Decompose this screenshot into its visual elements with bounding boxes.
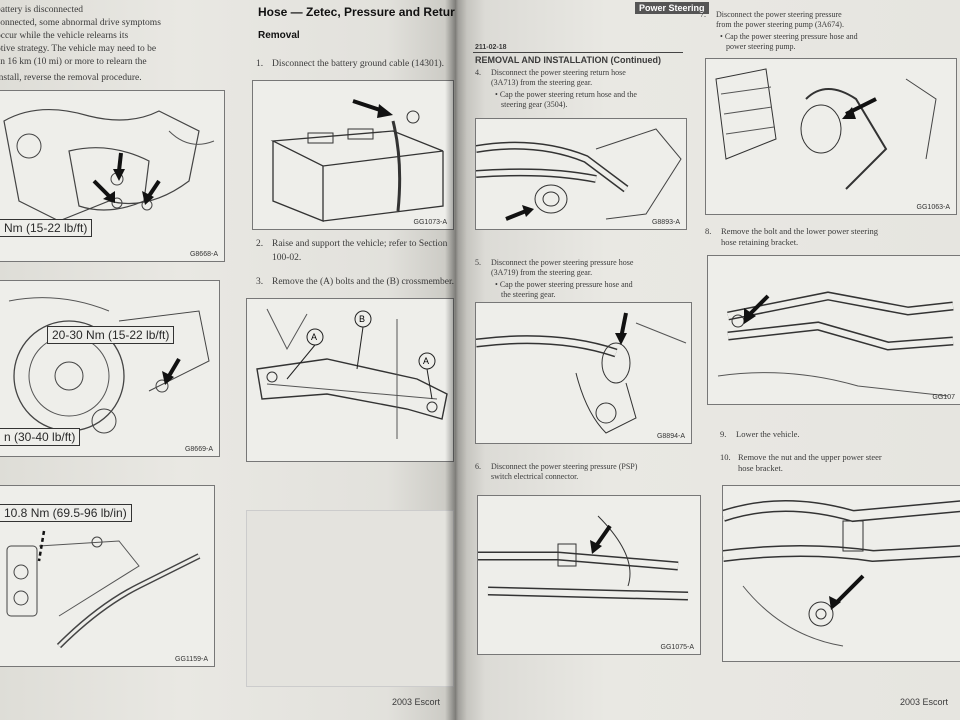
intro-line: battery is disconnected [0,5,84,15]
figure-id: GG1075-A [660,644,694,651]
figure-gg1063: GG1063-A [705,58,957,215]
figure-g8669: 20-30 Nm (15-22 lb/ft) n (30-40 lb/ft) G… [0,280,220,457]
step-1: 1.Disconnect the battery ground cable (1… [256,59,444,69]
page-header-title: Power Steering [635,2,709,14]
engine-bracket-illustration [3,109,215,222]
page-code: 211-02-18 [475,44,507,51]
figure-gg1159: 10.8 Nm (69.5-96 lb/in) GG1159-A [0,485,215,667]
step-8: 8.Remove the bolt and the lower power st… [705,226,878,247]
callout-a: A [423,356,429,366]
figure-id: GG1073-A [413,219,447,226]
torque-callout: 10.8 Nm (69.5-96 lb/in) [0,504,132,522]
figure-faded [246,510,454,687]
pressure-hose-illustration [476,312,687,434]
step-7: 7.Disconnect the power steering pressure… [700,10,844,29]
figure-id: GG1063-A [916,204,950,211]
figure-gg1073: GG1073-A [252,80,454,230]
figure-g8668: Nm (15-22 lb/ft) G8668-A [0,90,225,262]
figure-gg1075: GG1075-A [477,495,701,655]
left-manual-page: battery is disconnected connected, some … [0,0,455,720]
book-gutter [445,0,467,720]
intro-line: install, reverse the removal procedure. [0,73,142,83]
figure-bracket: GG107 [707,255,960,405]
torque-callout: Nm (15-22 lb/ft) [0,219,93,237]
section-title: REMOVAL AND INSTALLATION (Continued) [475,55,661,65]
right-manual-page: 211-02-18 Power Steering REMOVAL AND INS… [455,0,960,720]
section-title: Hose — Zetec, Pressure and Return [258,5,455,19]
header-rule [473,52,683,53]
step-4: 4.Disconnect the power steering return h… [475,68,626,87]
figure-id: G8668-A [189,251,218,258]
step-10: 10.Remove the nut and the upper power st… [720,452,882,473]
intro-line: occur while the vehicle relearns its [0,31,129,41]
intro-line: en 16 km (10 mi) or more to relearn the [0,57,147,67]
intro-line: connected, some abnormal drive symptoms [0,18,161,28]
figure-id: GG107 [932,394,955,401]
torque-callout-lower: n (30-40 lb/ft) [0,428,81,446]
figure-id: GG1159-A [175,656,208,663]
callout-a: A [311,332,317,342]
callout-b: B [359,314,365,324]
step-2: 2.Raise and support the vehicle; refer t… [256,239,448,249]
step-5: 5.Disconnect the power steering pressure… [475,258,634,277]
figure-g8893: G8893-A [475,118,687,230]
step-9: 9.Lower the vehicle. [720,429,800,439]
step-3: 3.Remove the (A) bolts and the (B) cross… [256,277,455,287]
figure-id: G8669-A [184,446,213,453]
lower-bracket-illustration [717,291,954,397]
figure-id: G8893-A [651,219,680,226]
torque-callout-upper: 20-30 Nm (15-22 lb/ft) [47,326,175,344]
crossmember-illustration: A B A [256,308,448,439]
upper-bracket-illustration [723,500,960,647]
step-5-bullet: • Cap the power steering pressure hose a… [495,280,633,299]
step-7-bullet: • Cap the power steering pressure hose a… [720,32,858,51]
step-4-bullet: • Cap the power steering return hose and… [495,90,637,109]
power-steering-pump-illustration [715,68,937,190]
hose-bracket-illustration [6,530,201,649]
return-hose-illustration [476,128,682,221]
battery-illustration [270,99,444,222]
page-footer: 2003 Escort [900,697,949,707]
psp-connector-illustration [478,515,689,601]
figure-upper-bracket [722,485,960,662]
page-footer: 2003 Escort [392,697,441,707]
figure-gg1074: A B A [246,298,454,462]
intro-line: ptive strategy. The vehicle may need to … [0,44,157,54]
figure-g8894: G8894-A [475,302,692,444]
subsection-title: Removal [258,30,300,41]
figure-id: G8894-A [656,433,685,440]
step-2-continued: 100-02. [272,253,302,263]
step-6: 6.Disconnect the power steering pressure… [475,462,638,481]
alternator-illustration [8,297,210,434]
